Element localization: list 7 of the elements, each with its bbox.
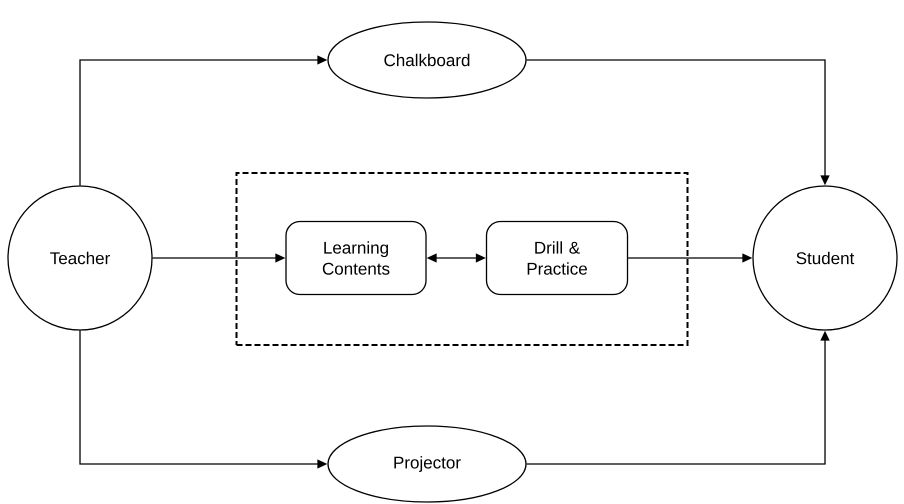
circle-node: Student (752, 185, 898, 331)
circle-node: Teacher (7, 185, 153, 331)
ellipse-node: Chalkboard (327, 21, 527, 99)
ellipse-node: Projector (327, 425, 527, 503)
rounded-box: Drill & Practice (486, 220, 628, 296)
dashed-group-box (236, 172, 688, 346)
rounded-box: Learning Contents (285, 220, 427, 296)
